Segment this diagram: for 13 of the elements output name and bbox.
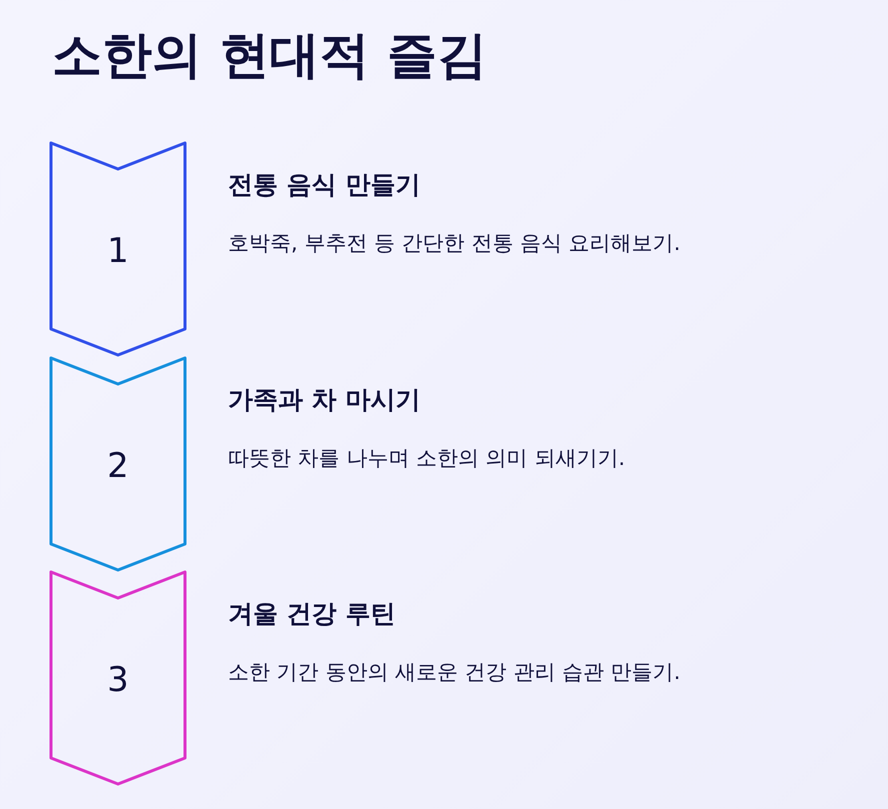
step-number: 2 <box>106 446 130 486</box>
step-heading: 겨울 건강 루틴 <box>228 598 396 630</box>
step-heading: 가족과 차 마시기 <box>228 384 420 416</box>
step-description: 소한 기간 동안의 새로운 건강 관리 습관 만들기. <box>228 659 680 686</box>
step-number: 3 <box>106 660 130 700</box>
chevron-step <box>49 570 187 786</box>
title: 소한의 현대적 즐김 <box>52 25 487 86</box>
step-description: 호박죽, 부추전 등 간단한 전통 음식 요리해보기. <box>228 230 680 257</box>
step-description: 따뜻한 차를 나누며 소한의 의미 되새기기. <box>228 445 626 472</box>
step-number: 1 <box>106 231 130 271</box>
chevron-step <box>49 141 187 357</box>
step-heading: 전통 음식 만들기 <box>228 169 420 201</box>
chevron-step <box>49 356 187 572</box>
